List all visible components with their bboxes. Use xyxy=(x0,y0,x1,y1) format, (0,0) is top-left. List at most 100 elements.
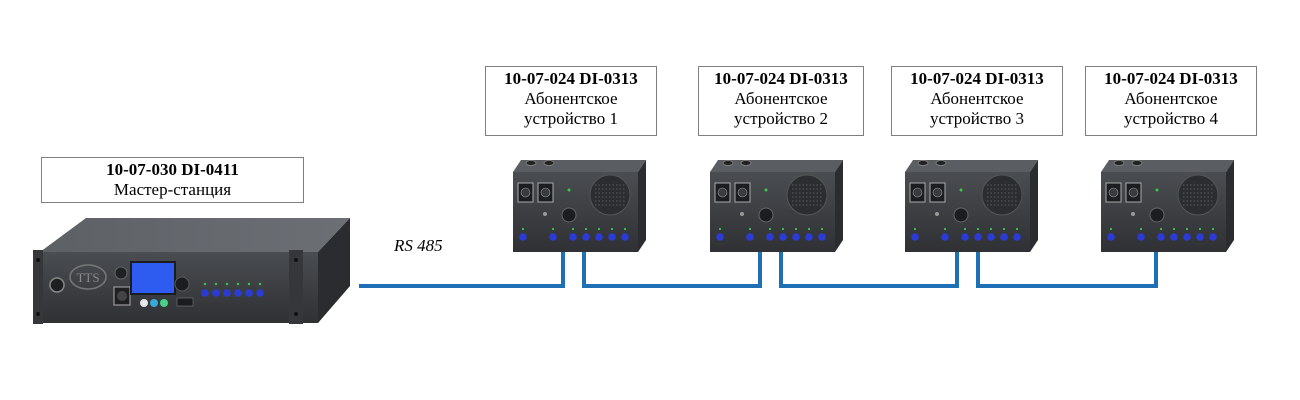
status-led-icon xyxy=(781,227,785,231)
subscriber-description-line1: Абонентское xyxy=(1124,89,1218,108)
function-button-icon xyxy=(160,299,168,307)
channel-button-icon xyxy=(1000,233,1008,241)
function-button-icon xyxy=(150,299,158,307)
top-connector-icon xyxy=(1113,160,1125,166)
master-station-description: Мастер-станция xyxy=(113,180,232,199)
channel-button-icon xyxy=(792,233,800,241)
volume-knob-icon xyxy=(1149,207,1165,223)
microphone-icon xyxy=(1131,212,1135,216)
status-led-icon xyxy=(820,227,824,231)
encoder-knob-icon xyxy=(174,276,190,292)
status-led-icon xyxy=(623,227,627,231)
status-led-icon xyxy=(571,227,575,231)
status-led-icon xyxy=(521,227,525,231)
channel-button-icon xyxy=(1170,233,1178,241)
status-led-icon xyxy=(225,282,229,286)
status-led-icon xyxy=(807,227,811,231)
top-connector-icon xyxy=(740,160,752,166)
status-led-icon xyxy=(963,227,967,231)
volume-knob-icon xyxy=(561,207,577,223)
subscriber-code: 10-07-024 DI-0313 xyxy=(714,69,848,88)
status-led-icon xyxy=(1015,227,1019,231)
rs485-bus-cable xyxy=(359,250,1158,288)
top-connector-icon xyxy=(543,160,555,166)
top-connector-icon xyxy=(1131,160,1143,166)
channel-button-icon xyxy=(223,289,231,297)
status-led-icon xyxy=(913,227,917,231)
status-led-icon xyxy=(1109,227,1113,231)
speaker-grille-icon xyxy=(786,174,828,216)
channel-button-icon xyxy=(766,233,774,241)
subscriber-device-1 xyxy=(513,160,646,252)
subscriber-label-2: 10-07-024 DI-0313 Абонентское устройство… xyxy=(698,66,864,136)
microphone-icon xyxy=(543,212,547,216)
tts-logo-icon xyxy=(69,264,107,290)
bus-segment-3 xyxy=(779,250,959,288)
channel-button-icon xyxy=(245,289,253,297)
indicator-window xyxy=(176,297,194,307)
function-button-icon xyxy=(140,299,148,307)
channel-button-icon xyxy=(234,289,242,297)
master-station-code: 10-07-030 DI-0411 xyxy=(106,160,239,179)
status-led-icon xyxy=(1002,227,1006,231)
status-led-icon xyxy=(567,188,571,192)
channel-button-icon xyxy=(212,289,220,297)
status-led-icon xyxy=(989,227,993,231)
channel-button-icon xyxy=(1183,233,1191,241)
subscriber-description-line2: устройство 3 xyxy=(930,109,1024,128)
volume-knob-icon xyxy=(953,207,969,223)
top-connector-icon xyxy=(722,160,734,166)
status-led-icon xyxy=(551,227,555,231)
channel-button-icon xyxy=(256,289,264,297)
status-led-icon xyxy=(768,227,772,231)
channel-button-icon xyxy=(1013,233,1021,241)
channel-button-icon xyxy=(974,233,982,241)
microphone-icon xyxy=(935,212,939,216)
status-led-icon xyxy=(597,227,601,231)
subscriber-description-line2: устройство 1 xyxy=(524,109,618,128)
rs485-bus-label: RS 485 xyxy=(394,236,443,255)
xlr-connector-icon xyxy=(49,277,65,293)
status-led-icon xyxy=(718,227,722,231)
speaker-grille-icon xyxy=(981,174,1023,216)
microphone-icon xyxy=(740,212,744,216)
status-led-icon xyxy=(959,188,963,192)
subscriber-label-1: 10-07-024 DI-0313 Абонентское устройство… xyxy=(485,66,657,136)
channel-button-icon xyxy=(1209,233,1217,241)
status-led-icon xyxy=(214,282,218,286)
subscriber-label-4: 10-07-024 DI-0313 Абонентское устройство… xyxy=(1085,66,1257,136)
channel-button-icon xyxy=(621,233,629,241)
status-led-icon xyxy=(1159,227,1163,231)
status-led-icon xyxy=(584,227,588,231)
subscriber-label-3: 10-07-024 DI-0313 Абонентское устройство… xyxy=(891,66,1063,136)
master-button-row xyxy=(201,282,264,297)
status-led-icon xyxy=(258,282,262,286)
status-led-icon xyxy=(1198,227,1202,231)
speaker-grille-icon xyxy=(589,174,631,216)
status-led-icon xyxy=(1172,227,1176,231)
volume-knob-icon xyxy=(758,207,774,223)
status-led-icon xyxy=(748,227,752,231)
channel-button-icon xyxy=(569,233,577,241)
rack-ear-right xyxy=(289,250,303,324)
bus-segment-1 xyxy=(359,250,565,288)
status-led-icon xyxy=(1211,227,1215,231)
subscriber-device-2 xyxy=(710,160,843,252)
channel-button-icon xyxy=(779,233,787,241)
subscriber-device-4 xyxy=(1101,160,1234,252)
status-led-icon xyxy=(203,282,207,286)
channel-button-icon xyxy=(1157,233,1165,241)
channel-button-icon xyxy=(987,233,995,241)
subscriber-description-line1: Абонентское xyxy=(734,89,828,108)
rack-ear-left xyxy=(33,250,43,324)
bus-segment-4 xyxy=(976,250,1158,288)
subscriber-description-line1: Абонентское xyxy=(524,89,618,108)
channel-button-icon xyxy=(941,233,949,241)
subscriber-code: 10-07-024 DI-0313 xyxy=(504,69,638,88)
channel-button-icon xyxy=(1107,233,1115,241)
status-led-icon xyxy=(1155,188,1159,192)
status-led-icon xyxy=(943,227,947,231)
top-connector-icon xyxy=(917,160,929,166)
status-led-icon xyxy=(247,282,251,286)
